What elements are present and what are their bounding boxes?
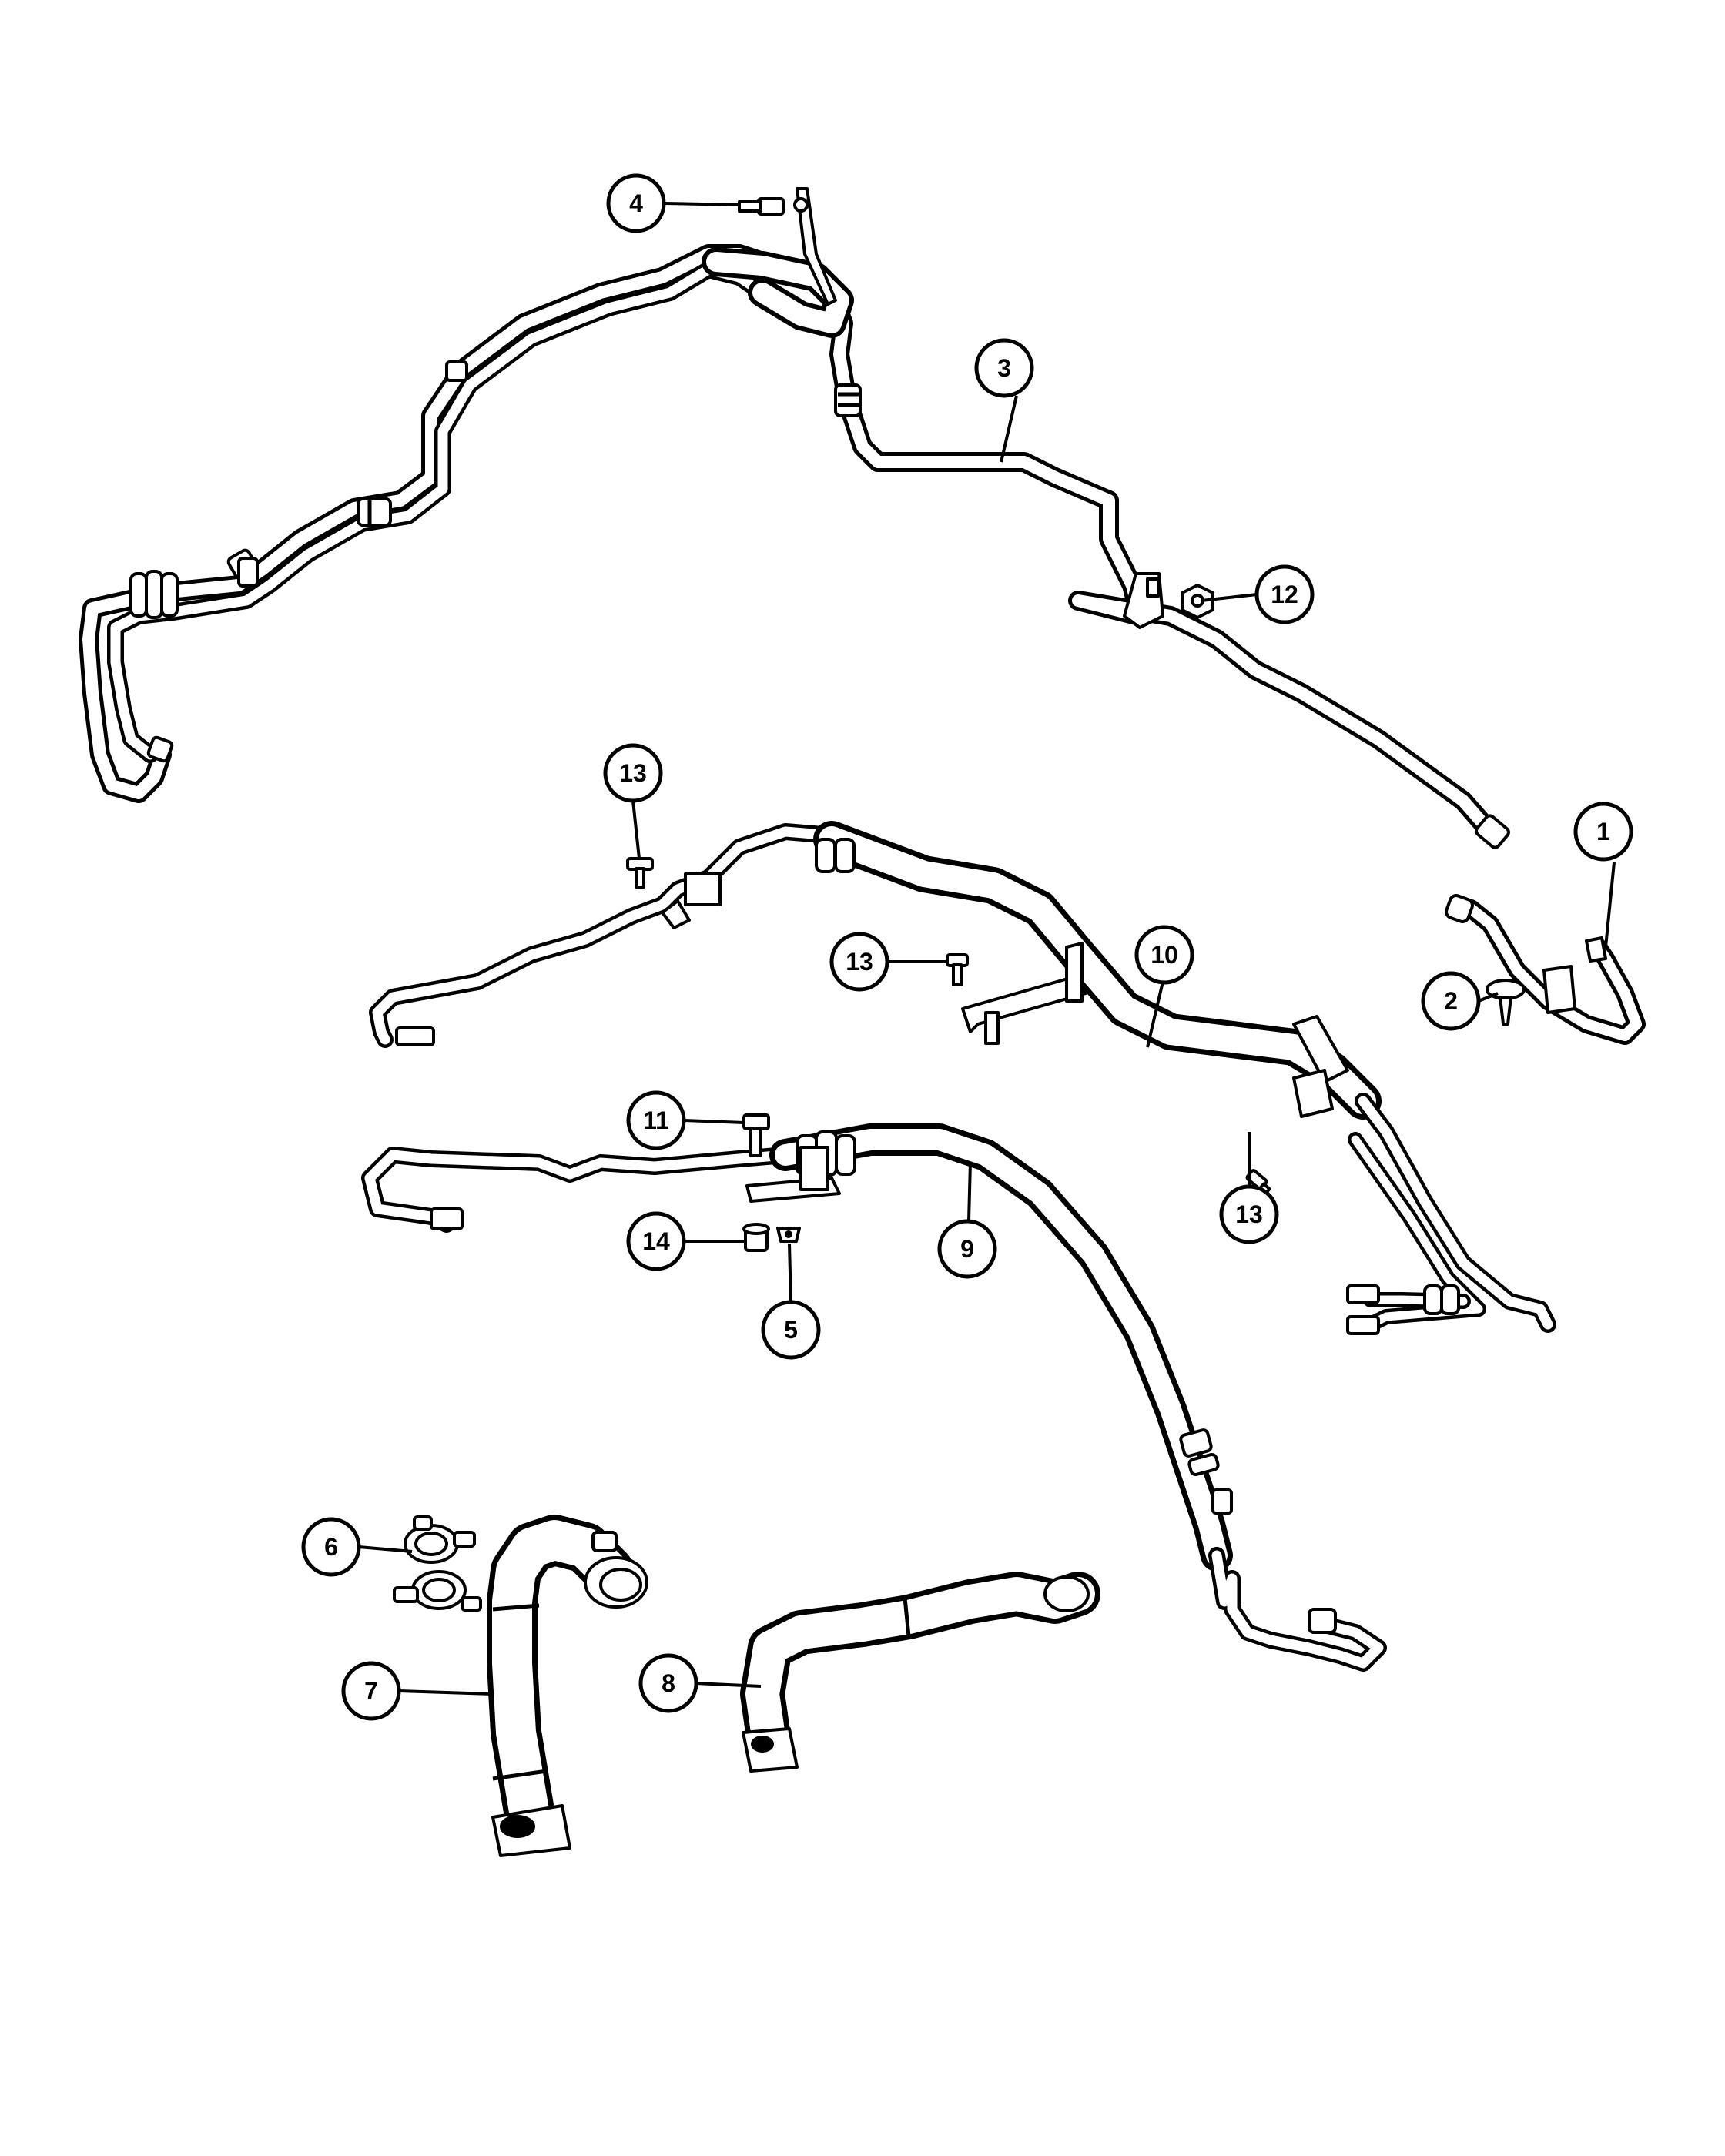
part-12-nut	[1181, 584, 1214, 619]
leader-lines	[358, 202, 1616, 1696]
part-14-grommet	[742, 1223, 770, 1252]
callout-3: 3	[974, 338, 1034, 398]
svg-text:1: 1	[1596, 818, 1610, 845]
part-5-clip	[776, 1227, 801, 1243]
callout-13-right: 13	[1219, 1184, 1279, 1244]
svg-text:13: 13	[846, 948, 873, 976]
callout-7: 7	[341, 1661, 401, 1721]
part-4-bolt	[738, 197, 809, 216]
callout-13-middle: 13	[829, 932, 889, 992]
part-6-clamps	[393, 1515, 482, 1612]
svg-text:10: 10	[1151, 941, 1178, 969]
part-10-pressure-hose	[369, 821, 1556, 1335]
svg-text:2: 2	[1444, 987, 1458, 1015]
callout-2: 2	[1421, 971, 1481, 1031]
svg-text:6: 6	[324, 1533, 338, 1561]
svg-text:13: 13	[1235, 1200, 1263, 1228]
callout-9: 9	[937, 1219, 997, 1279]
part-1-tube	[1445, 894, 1646, 1045]
svg-text:7: 7	[364, 1677, 378, 1705]
part-9-pressure-hose	[361, 1123, 1387, 1672]
svg-text:9: 9	[960, 1235, 974, 1263]
svg-text:12: 12	[1271, 581, 1298, 608]
svg-text:3: 3	[997, 354, 1011, 382]
svg-text:5: 5	[784, 1316, 798, 1344]
svg-text:8: 8	[662, 1669, 675, 1697]
part-11-bolt	[742, 1113, 770, 1157]
callout-12: 12	[1254, 564, 1315, 624]
callout-11: 11	[626, 1090, 686, 1150]
svg-text:11: 11	[643, 1106, 669, 1134]
callout-6: 6	[301, 1517, 361, 1577]
part-8-hose	[740, 1572, 1100, 1773]
svg-text:4: 4	[629, 189, 643, 217]
callout-14: 14	[626, 1211, 686, 1271]
callout-5: 5	[761, 1300, 821, 1360]
svg-text:13: 13	[619, 759, 647, 787]
callout-4: 4	[606, 173, 666, 233]
callout-13-top: 13	[603, 743, 663, 803]
svg-text:14: 14	[642, 1227, 670, 1255]
callout-8: 8	[638, 1653, 698, 1713]
part-3-tube-assembly	[79, 187, 1510, 849]
callout-1: 1	[1573, 802, 1633, 862]
part-2-push-pin	[1486, 979, 1526, 1026]
part-7-hose	[487, 1515, 648, 1857]
part-3-boot	[129, 570, 179, 619]
part-13-bolt-b	[946, 953, 969, 986]
callout-10: 10	[1134, 925, 1194, 985]
part-13-bolt-a	[626, 857, 654, 889]
